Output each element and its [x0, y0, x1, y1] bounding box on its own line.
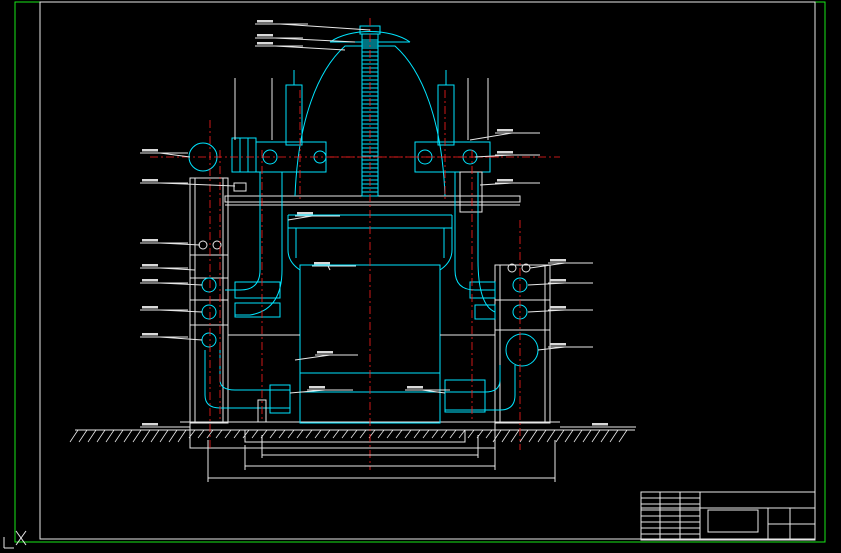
leader-left-5 — [140, 279, 203, 286]
inner-frame — [39, 1, 816, 540]
leader-left-4 — [140, 264, 196, 271]
dimensions — [207, 435, 556, 482]
centerlines — [150, 18, 560, 470]
leader-right-1 — [469, 129, 540, 141]
leader-inner-3 — [294, 351, 358, 361]
leader-left-7 — [140, 333, 203, 341]
leader-right-8 — [560, 423, 636, 428]
ucs-axis-icon — [3, 530, 27, 549]
leader-left-3 — [140, 239, 201, 246]
leader-inner-5 — [405, 386, 450, 394]
leader-left-1 — [140, 149, 191, 158]
leader-inner-4 — [289, 386, 353, 394]
leader-left-8 — [140, 423, 190, 428]
leader-right-2 — [474, 151, 540, 158]
leader-right-5 — [527, 279, 593, 286]
leader-inner-1 — [287, 212, 340, 221]
leader-right-6 — [527, 306, 593, 313]
leader-right-3 — [479, 179, 540, 186]
right-tower — [414, 70, 551, 424]
leader-left-2 — [140, 179, 236, 187]
left-tower — [188, 70, 327, 424]
leader-left-6 — [140, 306, 203, 313]
operating-platform — [224, 195, 521, 206]
ground-line — [69, 429, 635, 443]
leader-inner-2 — [312, 262, 356, 271]
leader-right-7 — [537, 343, 593, 351]
leader-top-2 — [255, 34, 356, 43]
leader-right-4 — [529, 259, 593, 269]
leader-top-3 — [255, 42, 346, 51]
outer-frame — [14, 1, 826, 543]
leader-top-1 — [255, 20, 371, 31]
title-block — [640, 491, 816, 541]
leader-annotations — [140, 20, 636, 428]
